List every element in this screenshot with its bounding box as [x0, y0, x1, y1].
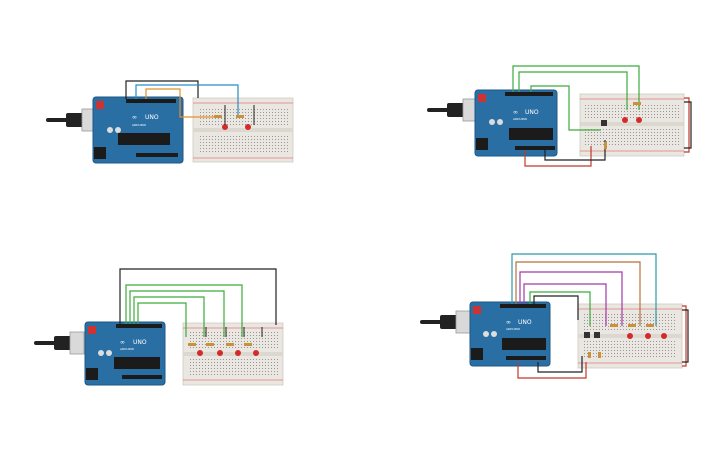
led [222, 124, 228, 130]
board-model-label: UNO [518, 319, 532, 326]
wire-green [529, 291, 591, 326]
wire-red [517, 362, 587, 379]
circuit-1[interactable]: ∞ UNO ARDUINO [40, 75, 300, 170]
wire-green [512, 65, 640, 110]
resistor [236, 115, 244, 118]
wire-black [125, 80, 199, 99]
wire-black [533, 295, 579, 320]
wire-teal [511, 253, 657, 326]
wire-green [530, 85, 601, 131]
led [622, 117, 628, 123]
wires [125, 80, 239, 118]
led [627, 333, 633, 339]
infinity-logo-icon: ∞ [120, 339, 125, 346]
breadboard[interactable] [182, 322, 284, 386]
resistor [628, 324, 636, 327]
wire-red [524, 146, 592, 167]
components [584, 324, 667, 358]
breadboard[interactable] [579, 93, 685, 157]
resistor [633, 102, 641, 105]
reset-button[interactable] [478, 94, 486, 102]
resistor [646, 324, 654, 327]
board-model-label: UNO [133, 339, 147, 346]
arduino-board[interactable]: ∞ UNO ARDUINO [84, 321, 166, 386]
arduino-board[interactable]: ∞ UNO ARDUINO [92, 96, 184, 164]
resistor [598, 352, 601, 358]
power-jack [476, 138, 488, 150]
usb-cable [420, 310, 471, 334]
led [636, 117, 642, 123]
infinity-logo-icon: ∞ [513, 109, 518, 116]
arduino-board[interactable]: ∞ UNO ARDUINO [469, 301, 551, 367]
wire-brown [515, 261, 641, 326]
led [197, 350, 203, 356]
circuit-2[interactable]: ∞ UNO ARDUINO [425, 62, 695, 172]
resistor [610, 324, 618, 327]
board-brand-label: ARDUINO [120, 347, 135, 351]
power-jack [86, 368, 98, 380]
led [217, 350, 223, 356]
push-button [594, 332, 600, 338]
arduino-board[interactable]: ∞ UNO ARDUINO [474, 89, 558, 157]
circuit-4[interactable]: ∞ UNO ARDUINO [418, 250, 690, 380]
resistor [188, 343, 196, 346]
wire-blue [135, 84, 239, 115]
infinity-logo-icon: ∞ [506, 319, 511, 326]
led [253, 350, 259, 356]
components [214, 105, 255, 130]
wire-green [518, 71, 628, 110]
wire-orange [145, 88, 215, 118]
usb-cable [427, 98, 478, 122]
resistor [206, 343, 214, 346]
usb-cable [46, 108, 97, 132]
wire-red [682, 305, 687, 367]
reset-button[interactable] [96, 101, 104, 109]
circuit-3[interactable]: ∞ UNO ARDUINO [30, 265, 290, 390]
board-brand-label: ARDUINO [513, 117, 528, 121]
push-button [584, 332, 590, 338]
power-jack [94, 147, 106, 159]
wires [511, 253, 689, 379]
wires [119, 268, 277, 337]
wire-green [125, 284, 243, 337]
wires [512, 65, 692, 167]
board-brand-label: ARDUINO [132, 123, 147, 127]
power-jack [471, 348, 483, 360]
wire-green [129, 290, 225, 337]
led [235, 350, 241, 356]
wire-purple [519, 271, 623, 326]
resistor [604, 142, 607, 149]
components [188, 327, 263, 356]
resistor [226, 343, 234, 346]
resistor [244, 343, 252, 346]
wire-red [684, 97, 690, 153]
usb-cable [34, 331, 85, 355]
infinity-logo-icon: ∞ [132, 114, 137, 121]
wire-black [537, 356, 583, 373]
wire-black [684, 101, 692, 149]
wire-green [133, 296, 205, 337]
reset-button[interactable] [473, 306, 481, 314]
wire-green [137, 302, 187, 337]
resistor [588, 352, 591, 358]
led [645, 333, 651, 339]
wire-black [119, 268, 277, 325]
wire-purple [523, 283, 607, 326]
components [601, 102, 642, 149]
board-model-label: UNO [145, 114, 159, 121]
wire-black [682, 309, 689, 363]
push-button [601, 120, 607, 126]
board-model-label: UNO [525, 109, 539, 116]
wire-black [544, 140, 606, 161]
reset-button[interactable] [88, 326, 96, 334]
led [245, 124, 251, 130]
board-brand-label: ARDUINO [506, 327, 521, 331]
resistor [214, 115, 222, 118]
led [661, 333, 667, 339]
breadboard[interactable] [192, 97, 294, 163]
